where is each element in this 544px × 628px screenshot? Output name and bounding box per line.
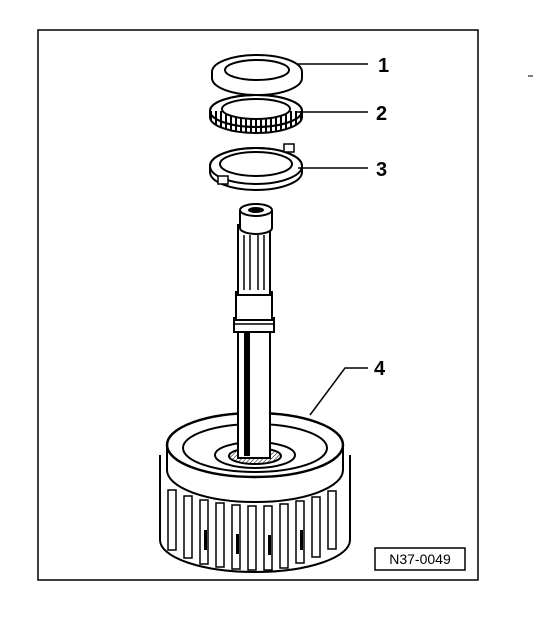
reference-code: N37-0049	[389, 551, 451, 567]
tabbed-washer-part	[209, 143, 303, 191]
thrust-washer-part	[211, 54, 303, 96]
leader-lines	[296, 63, 368, 416]
figure-frame	[37, 29, 479, 581]
clutch-drum-part	[159, 203, 351, 573]
needle-bearing-part	[209, 94, 303, 134]
callout-1: 1	[378, 55, 389, 77]
callout-3: 3	[376, 159, 387, 181]
reference-code-box: N37-0049	[374, 547, 466, 571]
callout-2: 2	[376, 103, 387, 125]
callout-4: 4	[374, 358, 386, 380]
